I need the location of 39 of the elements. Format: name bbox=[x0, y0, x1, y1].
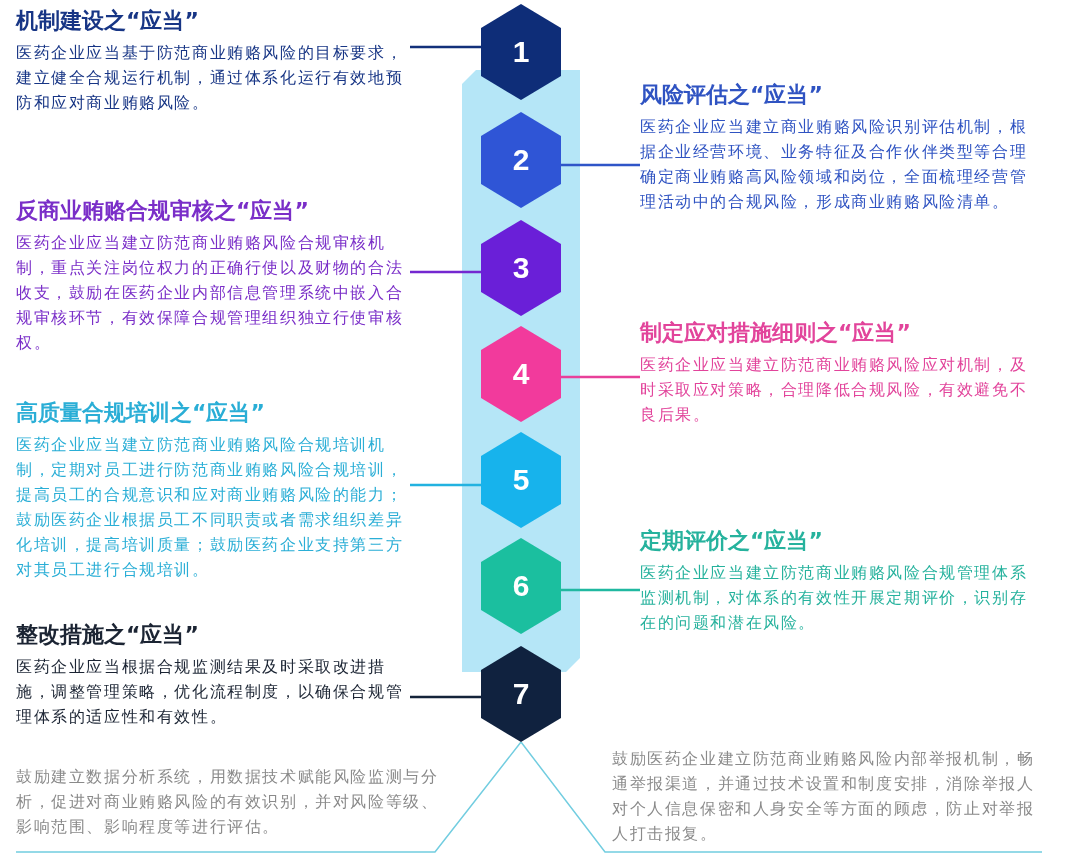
hexagon-marker bbox=[481, 112, 561, 208]
description-text: 鼓励建立数据分析系统，用数据技术赋能风险监测与分析，促进对商业贿赂风险的有效识别，并对风险等级、影响范围、影响程度等进行评估。 bbox=[16, 766, 440, 838]
section-heading: 制定应对措施细则之“应当” bbox=[640, 319, 912, 347]
step-number: 7 bbox=[512, 679, 530, 709]
description-text: 鼓励医药企业建立防范商业贿赂风险内部举报机制，畅通举报渠道，并通过技术设置和制度安排，消除举报人对个人信息保密和人身安全等方面的顾虑，防止对举报人打击报复。 bbox=[612, 748, 1036, 845]
connector-line bbox=[520, 741, 1043, 853]
connector-line bbox=[561, 375, 640, 379]
hexagon-marker bbox=[481, 220, 561, 316]
hexagon-marker bbox=[481, 326, 561, 422]
description-text: 医药企业应当根据合规监测结果及时采取改进措施，调整管理策略，优化流程制度，以确保合规管理体系的适应性和有效性。 bbox=[16, 656, 405, 728]
description-text: 医药企业应当建立防范商业贿赂风险合规管理体系监测机制，对体系的有效性开展定期评价，识别存在的问题和潜在风险。 bbox=[640, 562, 1029, 634]
connector-line bbox=[15, 741, 522, 853]
section-heading: 高质量合规培训之“应当” bbox=[16, 399, 266, 427]
connector-line bbox=[410, 695, 481, 699]
section-heading: 机制建设之“应当” bbox=[16, 7, 200, 35]
description-text: 医药企业应当建立防范商业贿赂风险合规培训机制，定期对员工进行防范商业贿赂风险合规培训，提高员工的合规意识和应对商业贿赂风险的能力；鼓励医药企业根据员工不同职责或者需求组织差异化培训，提高培训质量；鼓励医药企业支持第三方对其员工进行合规培训。 bbox=[16, 434, 405, 581]
connector-line bbox=[410, 45, 481, 49]
section-heading: 风险评估之“应当” bbox=[640, 81, 824, 109]
section-heading: 整改措施之“应当” bbox=[16, 621, 200, 649]
step-number: 6 bbox=[512, 571, 530, 601]
section-heading: 反商业贿赂合规审核之“应当” bbox=[16, 197, 310, 225]
description-text: 医药企业应当建立防范商业贿赂风险应对机制，及时采取应对策略，合理降低合规风险，有效避免不良后果。 bbox=[640, 354, 1029, 426]
connector-line bbox=[561, 163, 640, 167]
description-text: 医药企业应当建立防范商业贿赂风险合规审核机制，重点关注岗位权力的正确行使以及财物的合法收支，鼓励在医药企业内部信息管理系统中嵌入合规审核环节，有效保障合规管理组织独立行使审核权。 bbox=[16, 232, 405, 354]
connector-line bbox=[410, 483, 481, 487]
hexagon-marker bbox=[481, 432, 561, 528]
step-number: 5 bbox=[512, 465, 530, 495]
hexagon-marker bbox=[481, 646, 561, 742]
connector-line bbox=[410, 270, 481, 274]
hexagon-marker bbox=[481, 538, 561, 634]
description-text: 医药企业应当建立商业贿赂风险识别评估机制，根据企业经营环境、业务特征及合作伙伴类型等合理确定商业贿赂高风险领域和岗位，全面梳理经营管理活动中的合规风险，形成商业贿赂风险清单。 bbox=[640, 116, 1029, 213]
description-text: 医药企业应当基于防范商业贿赂风险的目标要求，建立健全合规运行机制，通过体系化运行有效地预防和应对商业贿赂风险。 bbox=[16, 42, 405, 114]
section-heading: 定期评价之“应当” bbox=[640, 527, 824, 555]
step-number: 3 bbox=[512, 253, 530, 283]
hexagon-marker bbox=[481, 4, 561, 100]
step-number: 2 bbox=[512, 145, 530, 175]
step-number: 4 bbox=[512, 359, 530, 389]
step-number: 1 bbox=[512, 37, 530, 67]
connector-line bbox=[561, 588, 640, 592]
